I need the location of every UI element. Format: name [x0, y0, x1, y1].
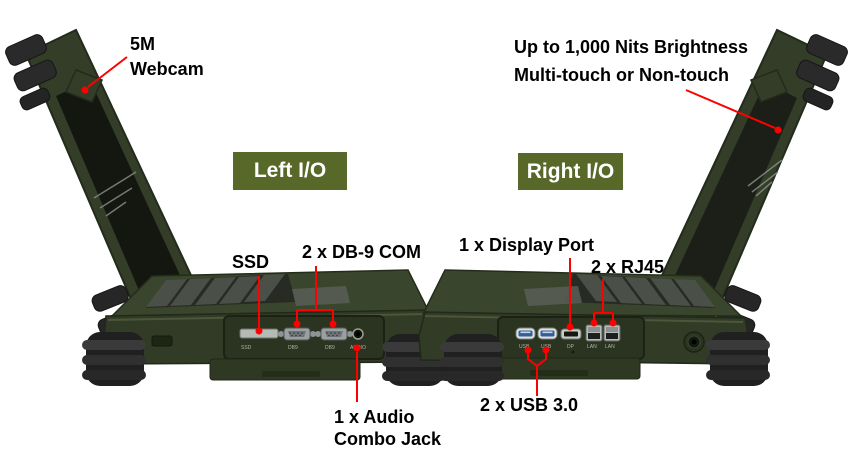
right-lid-latch-knobs	[796, 34, 848, 111]
db9-callout-bracket	[296, 266, 334, 321]
rj45-callout-label: 2 x RJ45	[591, 257, 665, 277]
usb-port-1: USB	[515, 327, 536, 350]
left-corner-bumper-front	[82, 332, 146, 386]
brightness-callout-label: Up to 1,000 Nits Brightness Multi-touch …	[514, 33, 748, 89]
lid-logo-swoosh	[747, 159, 783, 197]
usb-callout-dot-2	[542, 346, 550, 354]
rj45-callout-bracket	[593, 279, 614, 320]
db9-callout-dot-1	[293, 320, 301, 328]
webcam-callout-line1: 5M	[130, 34, 156, 54]
brightness-callout-line	[685, 89, 776, 129]
right-corner-bumper-rear	[706, 332, 770, 386]
db9-callout-label: 2 x DB-9 COM	[302, 242, 422, 262]
rj45-callout-dot-1	[590, 319, 598, 327]
usb-callout-dot-1	[524, 346, 532, 354]
brightness-callout-line2: Multi-touch or Non-touch	[514, 65, 729, 85]
usb-port-1-label: USB	[519, 344, 530, 350]
display-port-label: DP	[567, 344, 575, 350]
ssd-callout-dot	[255, 327, 263, 335]
db9-port-1-label: DB9	[288, 345, 298, 351]
left-palm-pad	[292, 286, 350, 306]
right-keyboard-keys	[576, 274, 715, 307]
lock-slot	[151, 335, 173, 347]
lan-port-1-label: LAN	[587, 344, 597, 350]
left-keyboard-keys	[146, 274, 285, 307]
audio-callout-line1: 1 x Audio	[334, 407, 415, 427]
tray-groove	[530, 370, 588, 376]
audio-callout-line2: Combo Jack	[334, 429, 442, 449]
rj45-callout-dot-2	[609, 319, 617, 327]
left-bottom-tray	[209, 358, 361, 381]
db9-port-1: DB9	[278, 327, 316, 351]
ssd-slot-label: SSD	[241, 345, 252, 351]
webcam-callout-line2: Webcam	[130, 59, 204, 79]
webcam-callout-line	[87, 56, 128, 88]
webcam-callout-label: 5M Webcam	[130, 32, 204, 82]
tray-groove	[262, 371, 320, 377]
left-io-badge: Left I/O	[233, 152, 347, 190]
right-io-badge: Right I/O	[518, 153, 623, 190]
right-io-badge-label: Right I/O	[526, 159, 615, 183]
display-port-callout-label: 1 x Display Port	[459, 235, 595, 255]
lid-latch-knobs	[5, 34, 57, 111]
brightness-callout-dot	[774, 126, 782, 134]
lan-port-2-label: LAN	[605, 344, 615, 350]
power-connector	[683, 331, 705, 353]
db9-callout-dot-2	[329, 320, 337, 328]
right-corner-bumper-front	[440, 334, 504, 386]
right-palm-pad	[524, 286, 582, 306]
callout-lines	[81, 56, 782, 402]
audio-callout-dot	[353, 344, 361, 352]
usb-callout-bracket	[527, 353, 547, 396]
right-webcam-bump	[749, 69, 789, 103]
audio-callout-label: 1 x Audio Combo Jack	[334, 406, 441, 450]
right-lid-back-cover	[671, 82, 797, 302]
screen-logo-swoosh	[93, 171, 137, 217]
ssd-callout-label: SSD	[232, 252, 270, 272]
brightness-callout-line1: Up to 1,000 Nits Brightness	[514, 37, 749, 57]
db9-port-2-label: DB9	[325, 345, 335, 351]
laptop-left-illustration: SSD DB9	[5, 28, 446, 386]
left-screen	[56, 80, 184, 302]
webcam-bump	[64, 69, 104, 103]
left-io-badge-label: Left I/O	[253, 159, 327, 182]
dp-callout-dot	[566, 323, 574, 331]
db9-port-2: DB9	[315, 327, 353, 351]
usb-callout-label: 2 x USB 3.0	[480, 395, 579, 415]
webcam-callout-dot	[81, 86, 89, 94]
